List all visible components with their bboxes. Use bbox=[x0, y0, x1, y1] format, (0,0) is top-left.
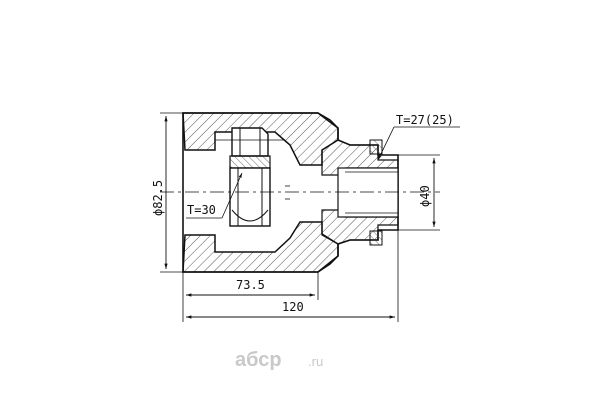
label-length-inner: 73.5 bbox=[236, 278, 265, 292]
leader-line-spline-outer bbox=[377, 126, 395, 161]
spline-ring-lower bbox=[369, 230, 383, 246]
housing-lower-section bbox=[182, 221, 339, 273]
leader-line-spline-inner bbox=[221, 172, 243, 219]
label-spline-inner: T=30 bbox=[187, 203, 216, 217]
watermark-brand: абср bbox=[235, 349, 282, 371]
housing-upper-section bbox=[182, 112, 339, 166]
watermark-logo: абср .ru bbox=[235, 349, 323, 371]
stem-lower-section bbox=[321, 209, 399, 245]
label-spline-outer: T=27(25) bbox=[396, 113, 454, 127]
label-diameter-bore: ϕ40 bbox=[418, 185, 432, 207]
tripod-hub bbox=[229, 167, 271, 227]
spline-ring-upper bbox=[369, 139, 383, 155]
label-length-total: 120 bbox=[282, 300, 304, 314]
watermark-domain: .ru bbox=[308, 354, 323, 369]
label-diameter-outer: ϕ82.5 bbox=[151, 180, 165, 216]
tripod-roller-upper bbox=[215, 127, 285, 169]
stem-bore bbox=[337, 167, 399, 218]
stem-upper-section bbox=[321, 139, 399, 176]
